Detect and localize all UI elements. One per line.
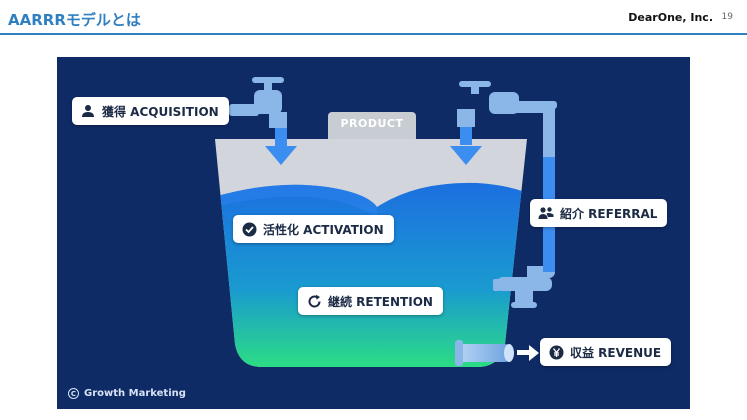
check-circle-icon bbox=[241, 221, 257, 237]
stage-referral-label: 紹介 REFERRAL bbox=[560, 206, 658, 221]
header-divider bbox=[0, 33, 747, 35]
page-number: 19 bbox=[721, 12, 733, 22]
stage-revenue-label: 収益 REVENUE bbox=[570, 345, 662, 360]
stage-revenue: 収益 REVENUE bbox=[540, 338, 672, 366]
stage-referral: 紹介 REFERRAL bbox=[530, 199, 668, 227]
stage-activation-label: 活性化 ACTIVATION bbox=[263, 222, 384, 237]
person-icon bbox=[80, 103, 96, 119]
credit-text: Growth Marketing bbox=[84, 388, 186, 399]
stage-acquisition: 獲得 ACQUISITION bbox=[72, 97, 229, 125]
stage-retention: 継続 RETENTION bbox=[298, 287, 443, 315]
copyright-icon: C bbox=[68, 388, 79, 399]
product-tab bbox=[328, 112, 416, 142]
acquisition-faucet bbox=[229, 77, 297, 165]
stage-acquisition-label: 獲得 ACQUISITION bbox=[102, 104, 219, 119]
people-icon bbox=[538, 205, 554, 221]
slide-title: AARRRモデルとは bbox=[8, 11, 141, 29]
yen-icon bbox=[548, 344, 564, 360]
product-label: PRODUCT bbox=[340, 117, 404, 130]
revenue-outlet-pipe bbox=[455, 340, 539, 366]
growth-marketing-credit: C Growth Marketing bbox=[68, 388, 186, 399]
refresh-icon bbox=[306, 293, 322, 309]
company-name: DearOne, Inc. bbox=[628, 11, 713, 24]
stage-activation: 活性化 ACTIVATION bbox=[233, 215, 394, 243]
aarrr-diagram-panel: PRODUCT 獲得 ACQUISITION 活性化 ACTIVATION 継続… bbox=[57, 57, 690, 409]
stage-retention-label: 継続 RETENTION bbox=[328, 294, 433, 309]
